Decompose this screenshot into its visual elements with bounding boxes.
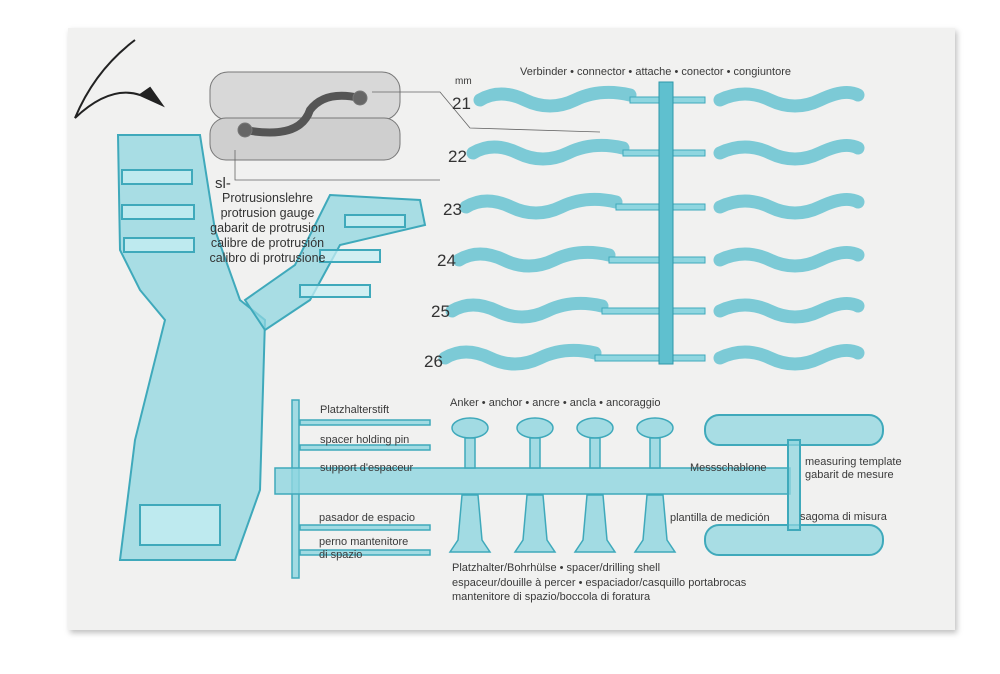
gauge-line: calibre de protrusión — [210, 236, 325, 250]
connector-right — [713, 85, 865, 113]
pin-label: perno mantenitore — [319, 536, 409, 548]
connector-left — [459, 192, 623, 220]
protrusion-gauge — [116, 134, 427, 561]
connector-set — [438, 81, 865, 371]
connector-title: Verbinder • connector • attache • conect… — [520, 66, 792, 78]
anchor — [448, 417, 492, 553]
connector-right — [713, 343, 865, 371]
anchor — [573, 417, 617, 553]
connector-left — [445, 296, 609, 324]
template-label: plantilla de medición — [670, 512, 770, 524]
logo-icon — [74, 39, 165, 119]
size-23: 23 — [443, 200, 462, 219]
size-21: 21 — [452, 94, 471, 113]
shell-label: Platzhalter/Bohrhülse • spacer/drilling … — [452, 562, 661, 574]
connector-left — [452, 245, 616, 273]
anchor — [513, 417, 557, 553]
size-25: 25 — [431, 302, 450, 321]
pin-label: support d'espaceur — [320, 462, 414, 474]
template-label: sagoma di misura — [800, 511, 887, 523]
connector-sprue-bar — [658, 81, 674, 365]
sprue — [608, 256, 706, 264]
gauge-line: calibro di protrusione — [209, 251, 326, 265]
pin-label: Platzhalterstift — [320, 404, 390, 416]
connector-right — [713, 192, 865, 220]
shell-label: mantenitore di spazio/boccola di foratur… — [452, 591, 651, 603]
template-label: Messschablone — [690, 462, 767, 474]
gauge-label: sl- Protrusionslehre protrusion gauge ga… — [195, 176, 340, 266]
dental-diagram — [209, 71, 601, 181]
gauge-line: protrusion gauge — [220, 206, 315, 220]
pin-label: pasador de espacio — [319, 512, 416, 524]
measuring-templates — [704, 414, 884, 556]
connector-right — [713, 138, 865, 166]
connector-right — [713, 296, 865, 324]
connector-left — [438, 343, 602, 371]
anchor-title: Anker • anchor • ancre • ancla • ancorag… — [450, 397, 661, 409]
gauge-line: gabarit de protrusion — [210, 221, 325, 235]
gauge-line: Protrusionslehre — [221, 191, 313, 205]
pin-label: di spazio — [319, 549, 363, 561]
connector-left — [473, 85, 637, 113]
size-26: 26 — [424, 352, 443, 371]
template-label: measuring template — [805, 456, 902, 468]
connector-left — [466, 138, 630, 166]
connector-right — [713, 245, 865, 273]
anchor-set — [448, 417, 677, 553]
size-24: 24 — [437, 251, 456, 270]
unit-label: mm — [455, 76, 472, 87]
gauge-line: sl- — [215, 175, 231, 192]
sprue — [601, 307, 706, 315]
pin-label: spacer holding pin — [320, 434, 410, 446]
anchor — [633, 417, 677, 553]
shell-label: espaceur/douille à percer • espaciador/c… — [452, 577, 747, 589]
sprue — [594, 354, 706, 362]
size-22: 22 — [448, 147, 467, 166]
template-label: gabarit de mesure — [805, 469, 894, 481]
